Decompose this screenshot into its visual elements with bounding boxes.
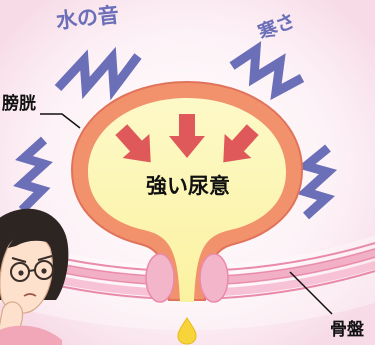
arrow-down-icon [223,124,259,163]
urine-drop-icon [177,317,197,345]
strong-urge-label: 強い尿意 [146,174,230,198]
arrow-down-icon [115,124,151,163]
zigzag-icon [54,46,142,101]
bladder-leader-line [40,113,81,129]
zigzag-icon [13,136,53,214]
zigzag-icon [229,41,305,101]
pelvis-label: 骨盤 [330,320,364,340]
worried-woman-icon [0,208,69,345]
sphincter [145,253,229,303]
bladder-label: 膀胱 [2,94,36,114]
zigzag-icon [296,144,338,220]
arrow-down-icon [169,114,205,158]
pelvis-leader-line [289,271,333,315]
